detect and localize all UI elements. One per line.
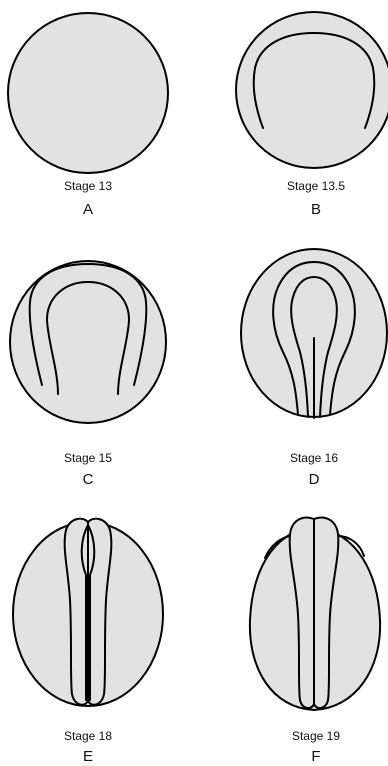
panel-b: Stage 13.5 B [236,12,388,218]
panel-letter-c: C [83,471,94,488]
panel-letter-e: E [83,748,93,765]
panel-d: Stage 16 D [241,249,387,488]
stage-label-b: Stage 13.5 [287,179,345,193]
panel-letter-b: B [311,201,321,218]
embryo-outline-b [236,12,388,168]
stage-label-c: Stage 15 [64,451,112,465]
panel-e: Stage 18 E [13,519,163,765]
panel-a: Stage 13 A [8,13,168,218]
stage-label-a: Stage 13 [64,179,112,193]
panel-c: Stage 15 C [10,261,166,488]
panel-letter-a: A [83,201,93,218]
embryo-outline-a [8,13,168,173]
panel-letter-f: F [311,748,320,765]
stage-label-d: Stage 16 [290,451,338,465]
stage-label-e: Stage 18 [64,729,112,743]
panel-f: Stage 19 F [250,518,380,765]
panel-letter-d: D [309,471,320,488]
stage-label-f: Stage 19 [292,729,340,743]
